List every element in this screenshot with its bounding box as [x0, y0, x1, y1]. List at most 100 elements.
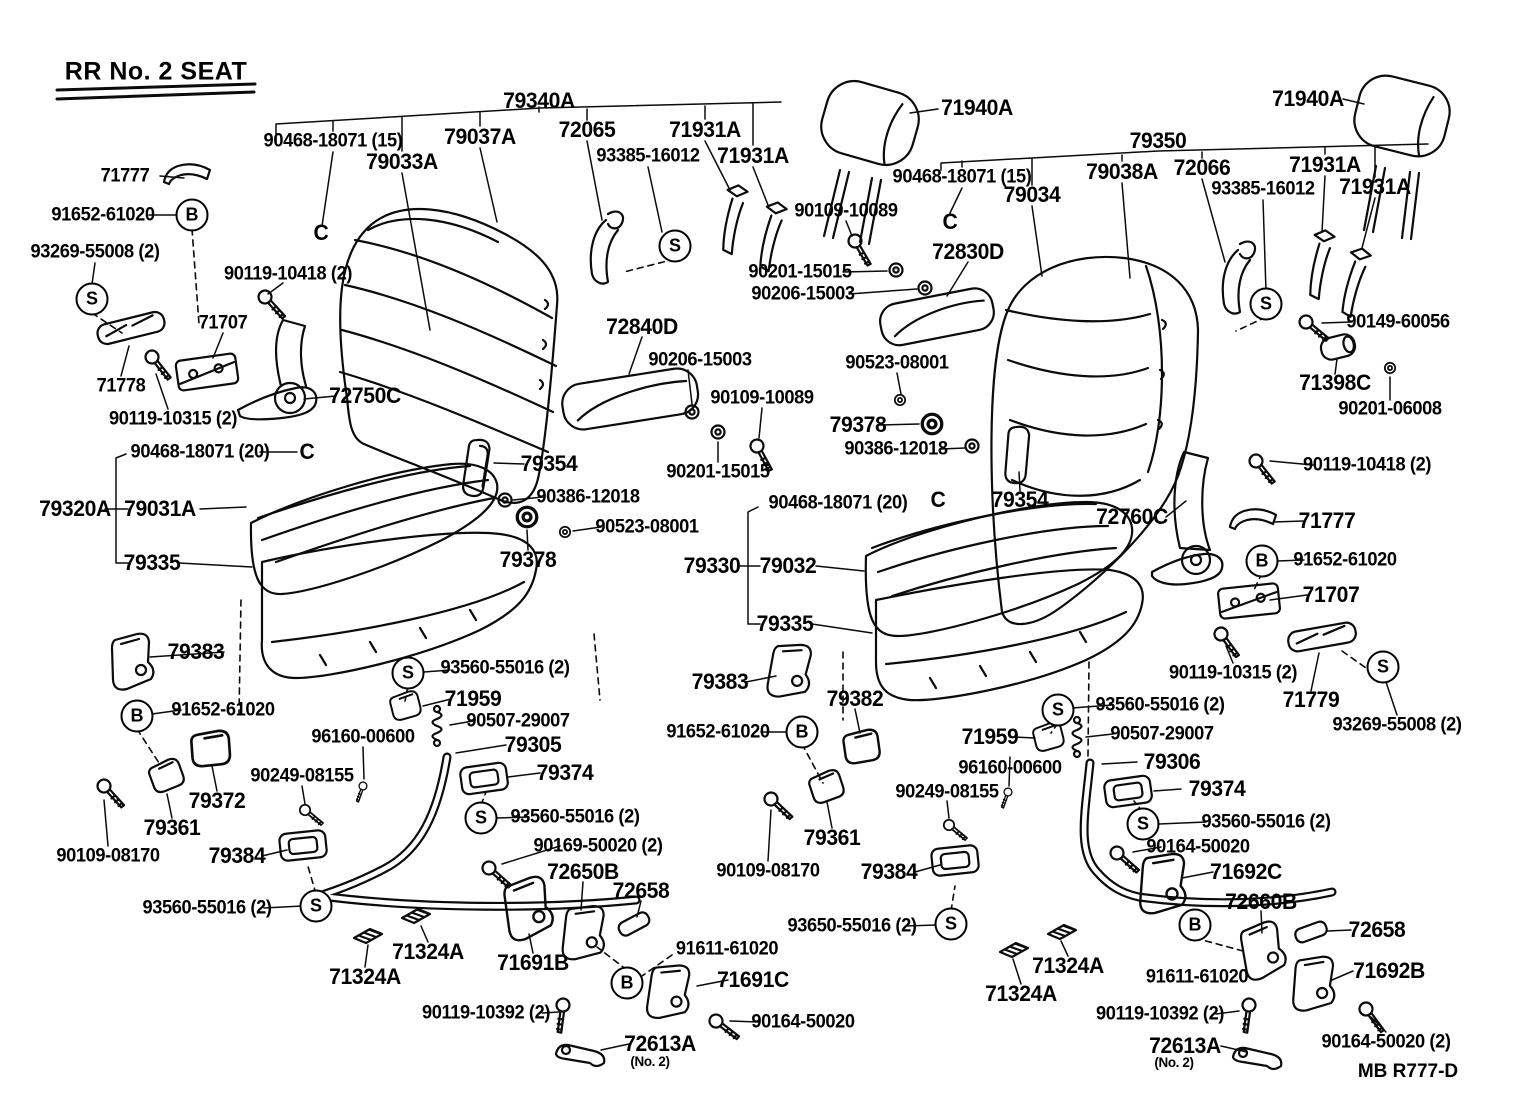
part-label: 79361: [803, 825, 861, 850]
rod-72658-left: [617, 911, 651, 937]
page-title: RR No. 2 SEAT: [64, 57, 248, 86]
part-label: 79032: [759, 553, 817, 578]
part-label: 79372: [188, 788, 246, 813]
circled-letter-marker: S: [464, 801, 498, 835]
circled-letter-marker: B: [120, 699, 154, 733]
part-label: 91652-61020: [666, 721, 770, 743]
part-label: 71324A: [329, 964, 401, 989]
seat-cushion-left: [249, 462, 499, 596]
circled-letter-marker: S: [75, 282, 109, 316]
part-label: 72840D: [606, 314, 678, 339]
part-label: 71778: [96, 375, 146, 397]
part-label: 90119-10392 (2): [1095, 1003, 1225, 1025]
part-label: 71692B: [1353, 958, 1425, 983]
part-label: 79378: [829, 412, 887, 437]
headrest-left: [820, 80, 920, 246]
seat-back-left: [338, 208, 559, 504]
part-label: 79378: [499, 547, 557, 572]
part-label: C: [930, 487, 946, 512]
part-label: 79033A: [366, 149, 438, 174]
part-label: 91652-61020: [1293, 549, 1397, 571]
part-label: 90164-50020 (2): [1321, 1031, 1451, 1053]
part-label: 90386-12018: [844, 438, 948, 460]
circled-letter-marker: B: [175, 198, 209, 232]
part-label: 90169-50020 (2): [533, 835, 663, 857]
part-label: 79383: [691, 669, 749, 694]
part-label: 93385-16012: [596, 145, 700, 167]
part-label: 90507-29007: [1110, 723, 1214, 745]
part-label: 79383: [167, 639, 225, 664]
circled-letter-marker: S: [1249, 287, 1283, 321]
part-label: 71691B: [497, 950, 569, 975]
part-label: 91611-61020: [675, 938, 779, 960]
part-label: 71324A: [985, 981, 1057, 1006]
circled-letter-marker: S: [1041, 693, 1075, 727]
bracket-79330: [739, 506, 761, 625]
part-label: 90109-08170: [56, 845, 160, 867]
part-label: 71324A: [1032, 953, 1104, 978]
part-label: 71940A: [1272, 86, 1344, 111]
part-label: 79354: [520, 451, 578, 476]
group-bracket-79340A: [275, 101, 782, 152]
part-label: 93269-55008 (2): [30, 241, 160, 263]
part-label: C: [299, 439, 315, 464]
part-label: 90109-08170: [716, 860, 820, 882]
part-label: 93560-55016 (2): [142, 897, 272, 919]
part-label: 90119-10315 (2): [1168, 662, 1298, 684]
part-label: 71779: [1282, 687, 1340, 712]
armrest-right: [879, 287, 995, 347]
circled-letter-marker: S: [934, 907, 968, 941]
part-label: 90149-60056: [1346, 311, 1450, 333]
part-label: 79384: [860, 859, 918, 884]
part-label: 90386-12018: [536, 486, 640, 508]
part-label: 71931A: [1289, 152, 1361, 177]
part-label: 90164-50020: [1146, 836, 1250, 858]
part-label: 90109-10089: [710, 387, 814, 409]
part-label: 71931A: [717, 143, 789, 168]
part-label: 79340A: [503, 88, 575, 113]
part-label: 90468-18071 (20): [768, 492, 908, 514]
part-label: 90523-08001: [595, 516, 699, 538]
part-label: 90201-15015: [666, 461, 770, 483]
part-label: 91611-61020: [1145, 966, 1249, 988]
part-label: 72613A: [624, 1031, 696, 1056]
part-label: 71691C: [717, 967, 789, 992]
part-label: 71777: [100, 165, 150, 187]
part-label: 72658: [1348, 917, 1406, 942]
part-label: 72065: [558, 117, 616, 142]
part-label: 79374: [536, 760, 594, 785]
part-label: 90468-18071 (20): [130, 441, 270, 463]
part-label: 93560-55016 (2): [510, 806, 640, 828]
title-underline: [55, 82, 257, 101]
part-label: 71777: [1298, 508, 1356, 533]
group-bracket-79350: [940, 143, 1429, 186]
part-label: 90164-50020: [751, 1011, 855, 1033]
part-label: 79335: [756, 611, 814, 636]
part-label: 93560-55016 (2): [1201, 811, 1331, 833]
part-label: 79354: [991, 487, 1049, 512]
part-label: 79037A: [444, 124, 516, 149]
part-label: 93650-55016 (2): [787, 915, 917, 937]
part-label: 72750C: [329, 383, 401, 408]
part-label: 90249-08155: [250, 765, 354, 787]
part-label: 79034: [1003, 182, 1061, 207]
part-label: 79384: [208, 843, 266, 868]
bushing-71398C: [1319, 333, 1357, 361]
part-label: 90468-18071 (15): [892, 166, 1032, 188]
part-label: C: [942, 209, 958, 234]
seat-back-right: [990, 255, 1200, 626]
part-label: 71959: [444, 686, 502, 711]
headrest-right: [1353, 74, 1451, 241]
part-label: 90468-18071 (15): [263, 130, 403, 152]
part-label: 93269-55008 (2): [1332, 714, 1462, 736]
pad-79354-left: [461, 438, 491, 498]
part-label: 90201-06008: [1338, 398, 1442, 420]
part-label: 90249-08155: [895, 781, 999, 803]
part-label: 90109-10089: [794, 200, 898, 222]
circled-letter-marker: S: [299, 889, 333, 923]
part-label: 72650B: [547, 859, 619, 884]
part-label: 90206-15003: [648, 349, 752, 371]
part-label: 93560-55016 (2): [1095, 694, 1225, 716]
part-label: 72658: [612, 878, 670, 903]
part-label: 71931A: [1339, 174, 1411, 199]
